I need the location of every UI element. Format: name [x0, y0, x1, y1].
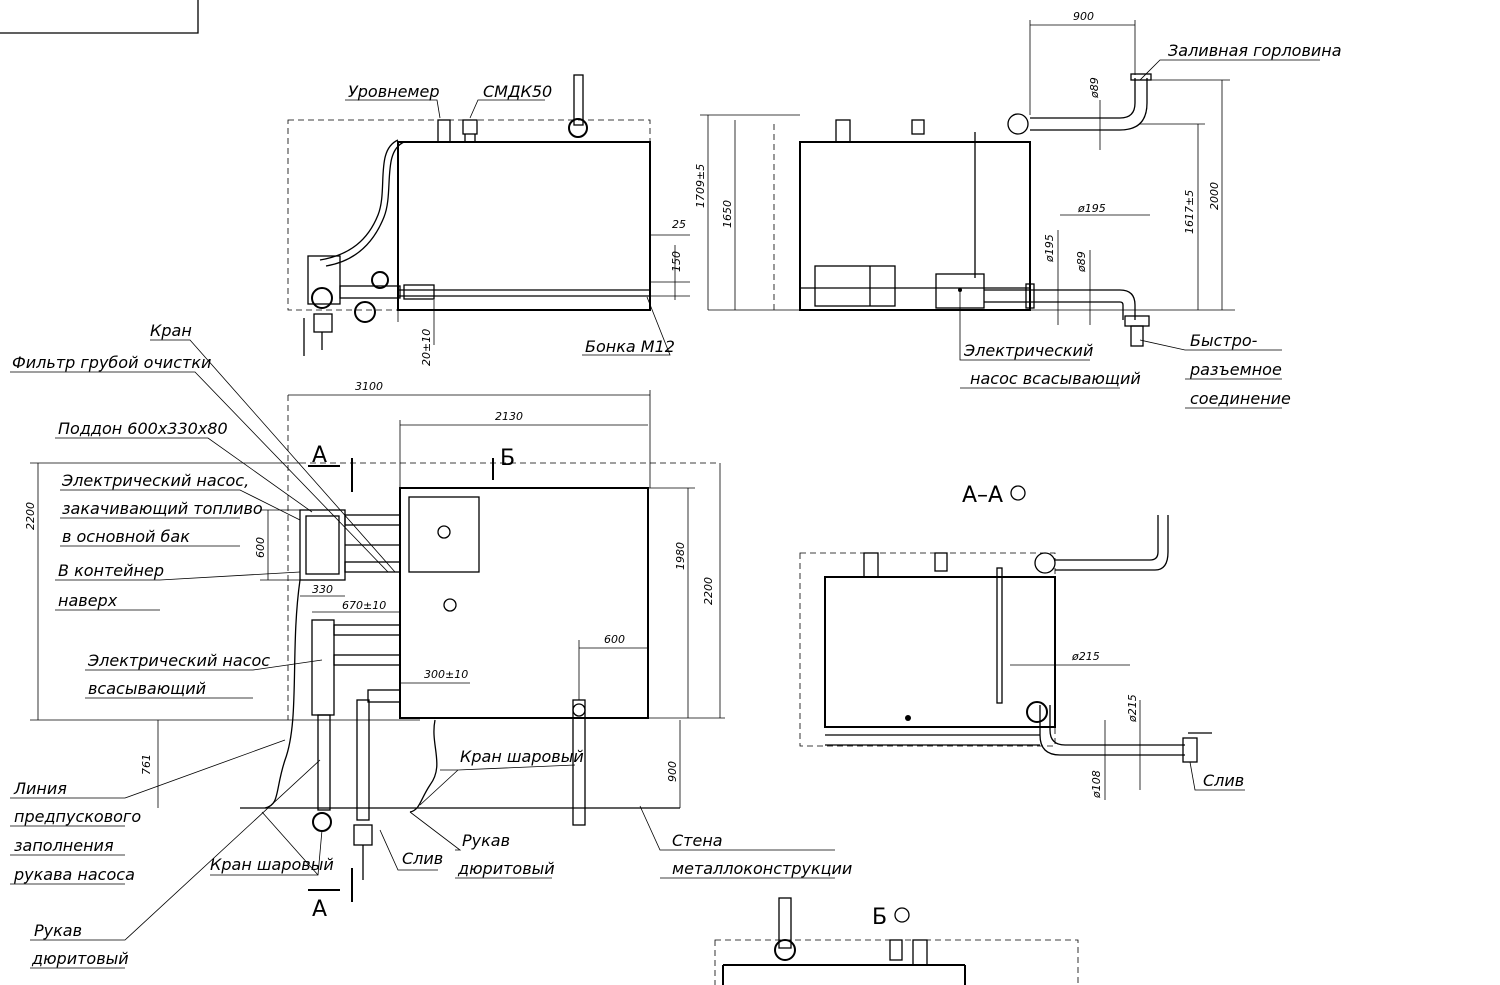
dim-1709: 1709±5	[694, 164, 707, 208]
label-hose-left-2: дюритовый	[31, 949, 129, 968]
label-hose-right-1: Рукав	[462, 831, 510, 850]
label-tray: Поддон 600х330х80	[58, 419, 228, 438]
label-wall-1: Стена	[672, 831, 723, 850]
dim-25: 25	[672, 218, 686, 231]
label-hose-left-1: Рукав	[34, 921, 82, 940]
title-block-fragment	[0, 0, 199, 34]
label-pump-suction-top-1: Электрический	[963, 341, 1093, 360]
label-container-top-2: наверх	[58, 591, 118, 610]
dim-761: 761	[140, 754, 153, 775]
dim-108: ø108	[1090, 770, 1103, 799]
side-view-left	[287, 74, 690, 356]
dim-1617: 1617±5	[1183, 190, 1196, 234]
label-quick-connect-1: Быстро-	[1190, 331, 1258, 350]
dim-215-b: ø215	[1126, 694, 1139, 723]
label-smdk50: СМДК50	[483, 82, 552, 101]
section-marks: А–А Б А А Б	[312, 443, 1026, 930]
label-drain-right: Слив	[1203, 771, 1244, 790]
label-pump-fill-3: в основной бак	[62, 527, 190, 546]
dim-1980: 1980	[674, 542, 687, 570]
dim-3100: 3100	[355, 380, 383, 393]
rotation-icon-aa	[1010, 485, 1026, 501]
dim-2130: 2130	[495, 410, 523, 423]
section-aa	[799, 515, 1245, 800]
label-filler-neck: Заливная горловина	[1168, 41, 1342, 60]
label-ball-valve-left: Кран шаровый	[210, 855, 334, 874]
section-mark-b-top: Б	[500, 446, 515, 471]
dim-89-top: ø89	[1088, 77, 1101, 99]
section-title-aa: А–А	[962, 483, 1003, 508]
label-quick-connect-2: разъемное	[1189, 360, 1282, 379]
dim-2000: 2000	[1208, 182, 1221, 210]
dim-20: 20±10	[420, 329, 433, 366]
label-quick-connect-3: соединение	[1190, 389, 1291, 408]
label-valve: Кран	[150, 321, 192, 340]
annotation-labels: Уровнемер СМДК50 Заливная горловина Бонк…	[12, 41, 1342, 968]
label-preline-1: Линия	[13, 779, 67, 798]
dim-2200-right: 2200	[702, 577, 715, 605]
dim-150: 150	[670, 251, 683, 272]
dim-600-right: 600	[604, 633, 625, 646]
dim-670: 670±10	[342, 599, 386, 612]
dim-900-top: 900	[1073, 10, 1094, 23]
dim-1650: 1650	[721, 200, 734, 228]
section-mark-a-bottom: А	[312, 897, 327, 922]
rotation-icon-b	[894, 907, 910, 923]
dim-215-a: ø215	[1071, 650, 1100, 663]
label-hose-right-2: дюритовый	[457, 859, 555, 878]
label-drain-left: Слив	[402, 849, 443, 868]
dim-2200-left: 2200	[24, 502, 37, 530]
label-ball-valve-right: Кран шаровый	[460, 747, 584, 766]
dimension-texts: 900 ø89 1709±5 1650 2000 1617±5 ø195 ø19…	[24, 10, 1221, 799]
dim-195-a: ø195	[1077, 202, 1106, 215]
dim-300: 300±10	[424, 668, 468, 681]
label-pump-suction-1: Электрический насос	[87, 651, 270, 670]
label-preline-3: заполнения	[14, 836, 114, 855]
label-pump-suction-2: всасывающий	[88, 679, 206, 698]
section-mark-a-top: А	[312, 443, 327, 468]
label-preline-4: рукава насоса	[13, 865, 135, 884]
dim-195-b: ø195	[1043, 234, 1056, 263]
label-pump-suction-top-2: насос всасывающий	[970, 369, 1141, 388]
label-pump-fill-2: закачивающий топливо	[62, 499, 263, 518]
label-coarse-filter: Фильтр грубой очистки	[12, 353, 211, 372]
side-view-right	[700, 20, 1320, 409]
plan-view	[10, 339, 835, 969]
dim-600-left: 600	[254, 537, 267, 558]
label-bonka: Бонка М12	[585, 337, 675, 356]
label-preline-2: предпускового	[14, 807, 141, 826]
label-level-gauge: Уровнемер	[348, 82, 440, 101]
dim-89-b: ø89	[1075, 251, 1088, 273]
section-b	[714, 897, 1079, 985]
section-title-b: Б	[872, 905, 887, 930]
dim-330: 330	[312, 583, 333, 596]
label-pump-fill-1: Электрический насос,	[61, 471, 249, 490]
label-container-top-1: В контейнер	[58, 561, 164, 580]
dim-900-bottom: 900	[666, 761, 679, 782]
label-wall-2: металлоконструкции	[672, 859, 852, 878]
